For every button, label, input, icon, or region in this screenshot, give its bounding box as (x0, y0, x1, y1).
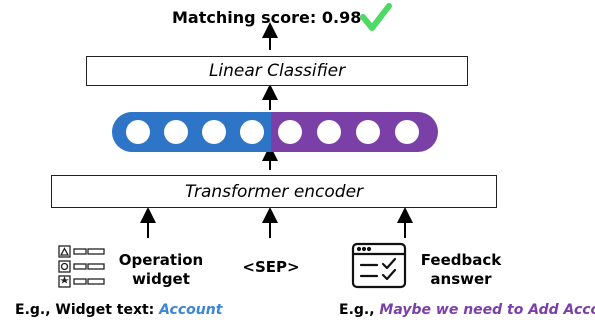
matching-score-label: Matching score: 0.98 (172, 8, 362, 27)
token-circle-left-4 (240, 120, 264, 144)
embedding-left-half (112, 112, 271, 152)
operation-widget-label: Operation widget (118, 251, 204, 288)
token-circle-right-2 (317, 120, 341, 144)
widget-example-text: E.g., Widget text: Account (15, 302, 223, 318)
embedding-vector (112, 112, 438, 152)
linear-classifier-box: Linear Classifier (86, 56, 468, 86)
token-circle-left-2 (164, 120, 188, 144)
token-circle-right-1 (278, 120, 302, 144)
transformer-encoder-box: Transformer encoder (51, 175, 497, 208)
widget-example-value: Account (159, 302, 223, 318)
check-icon (360, 3, 392, 31)
token-circle-right-3 (356, 120, 380, 144)
widget-list-icon (58, 245, 105, 288)
feedback-example-value: Maybe we need to Add Account. (379, 302, 595, 318)
token-circle-left-1 (126, 120, 150, 144)
feedback-example-text: E.g., Maybe we need to Add Account. (339, 302, 595, 318)
sep-token-label: <SEP> (242, 258, 300, 276)
embedding-right-half (271, 112, 438, 152)
token-circle-right-4 (395, 120, 419, 144)
token-circle-left-3 (202, 120, 226, 144)
feedback-answer-label: Feedback answer (420, 251, 502, 288)
checklist-window-icon (351, 242, 407, 289)
